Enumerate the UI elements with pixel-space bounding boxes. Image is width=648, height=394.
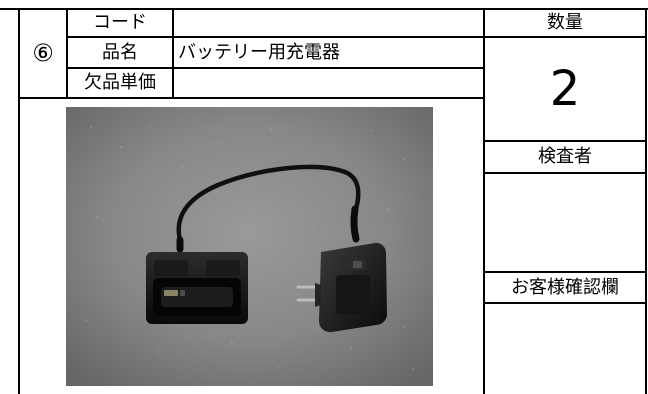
row-line-2 — [66, 67, 484, 69]
battery-charger — [146, 252, 248, 324]
inspector-header-line — [483, 172, 647, 174]
customer-top-line — [483, 271, 647, 273]
quantity-header-line — [483, 36, 647, 38]
missing-unit-price-label: 欠品単価 — [84, 72, 156, 93]
value-column-line — [172, 8, 174, 97]
customer-header-line — [483, 302, 647, 304]
quantity-label: 数量 — [547, 12, 583, 33]
row-line-1 — [66, 36, 484, 38]
power-cable — [176, 164, 361, 243]
product-photo-svg — [66, 107, 433, 386]
adapter-cable-strain-relief — [350, 205, 360, 243]
item-name-value: バッテリー用充電器 — [178, 41, 340, 63]
code-value — [178, 10, 478, 36]
floor-speckles — [84, 124, 415, 371]
customer-check-label: お客様確認欄 — [511, 276, 619, 298]
top-border — [0, 8, 648, 10]
item-name-label: 品名 — [102, 41, 138, 63]
right-border-line — [645, 8, 647, 394]
item-index-label: ⑥ — [32, 38, 54, 67]
label-column-line — [66, 8, 68, 97]
ac-adapter — [296, 242, 387, 333]
left-border-line — [18, 8, 20, 394]
product-block-bottom-line — [18, 97, 484, 99]
product-photo — [66, 107, 433, 386]
inspector-top-line — [483, 140, 647, 142]
missing-unit-price-value — [178, 69, 478, 97]
quantity-value: 2 — [549, 61, 581, 117]
code-label: コード — [93, 12, 147, 33]
side-panel-left-line — [483, 8, 485, 394]
inspector-label: 検査者 — [538, 146, 592, 167]
